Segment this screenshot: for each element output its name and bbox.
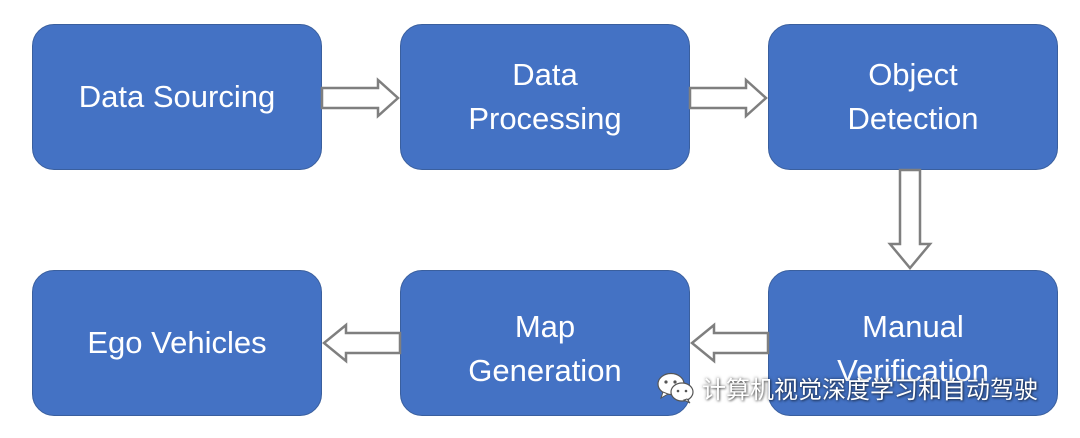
node-ego-vehicles: Ego Vehicles — [32, 270, 322, 416]
arrow-right-icon — [688, 77, 768, 119]
watermark: 计算机视觉深度学习和自动驾驶 — [656, 370, 1038, 405]
node-label: Manual Verification — [837, 309, 989, 388]
node-label: Object Detection — [847, 57, 979, 136]
node-label: Data Processing — [468, 57, 622, 136]
node-label: Ego Vehicles — [87, 325, 267, 360]
arrow-right-icon — [320, 77, 400, 119]
node-manual-verification: Manual Verification — [768, 270, 1058, 416]
node-label: Map Generation — [468, 309, 622, 388]
arrow-left-icon — [690, 322, 770, 364]
node-label: Data Sourcing — [78, 79, 276, 114]
arrow-left-icon — [322, 322, 402, 364]
watermark-text: 计算机视觉深度学习和自动驾驶 — [702, 376, 1038, 404]
node-data-sourcing: Data Sourcing — [32, 24, 322, 170]
wechat-icon — [657, 372, 694, 403]
node-map-generation: Map Generation — [400, 270, 690, 416]
arrow-down-icon — [887, 168, 933, 270]
